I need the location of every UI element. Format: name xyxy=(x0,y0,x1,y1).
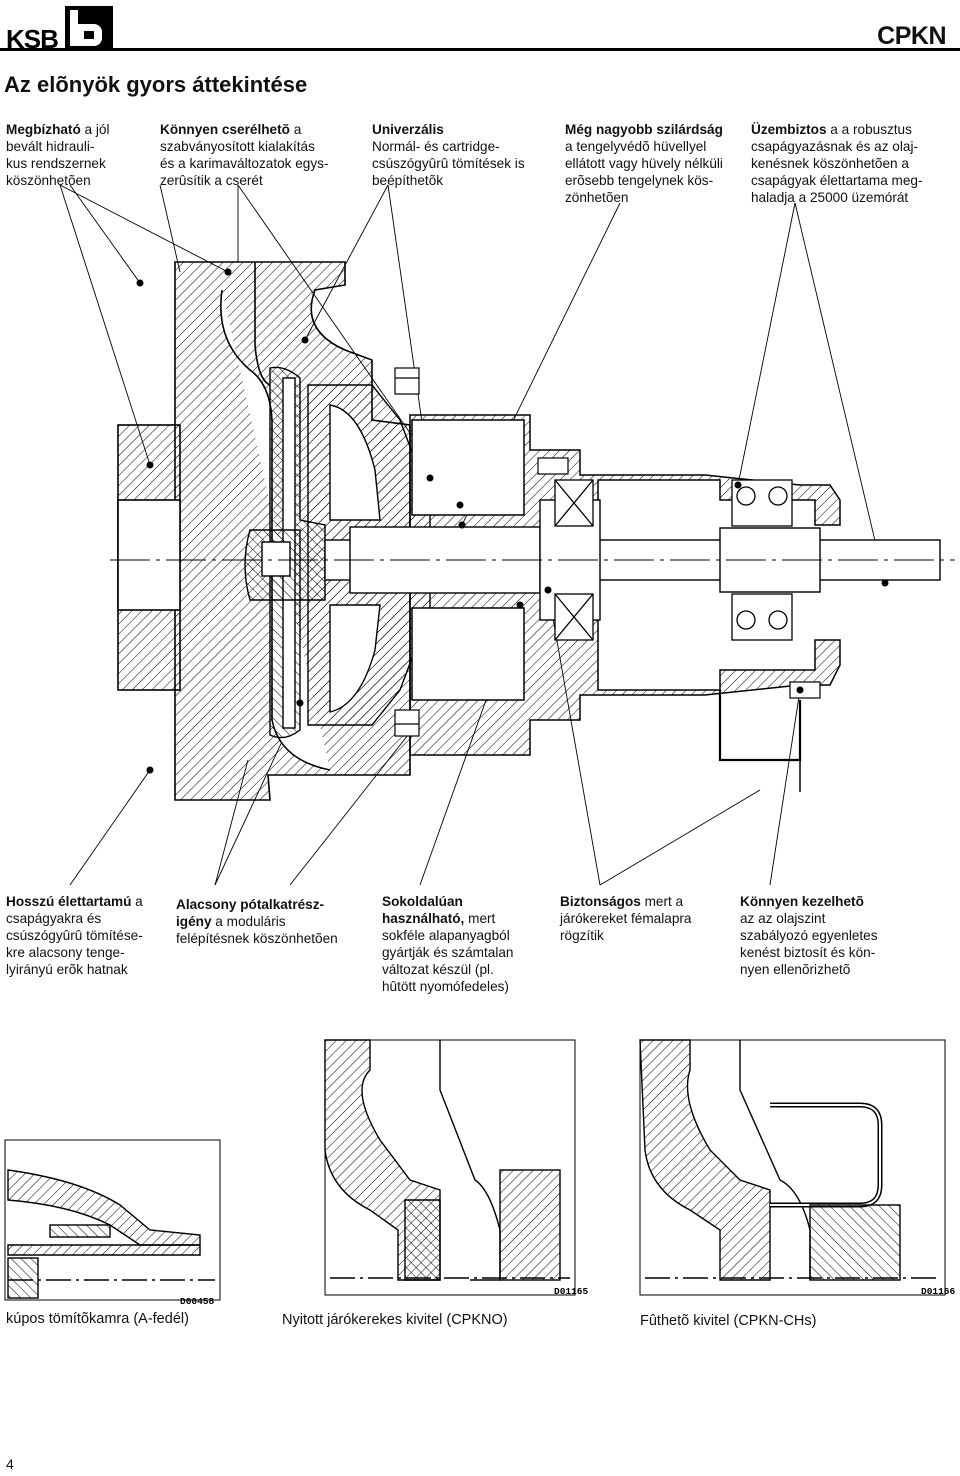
product-name: CPKN xyxy=(877,22,946,50)
note-safe: Biztonságos mert a járókereket fémalapra… xyxy=(560,894,692,943)
note-reliable: Megbízható a jól bevált hidrauli-kus ren… xyxy=(6,122,110,188)
note-versatile: Sokoldalúan használható, mert sokféle al… xyxy=(382,894,514,994)
note-replaceable: Könnyen cserélhetõ a szabványosított kia… xyxy=(160,122,329,188)
note-operational-safety: Üzembiztos a a robusztus csapágyazásnak … xyxy=(751,122,923,205)
caption-heated: Fûthetõ kivitel (CPKN-CHs) xyxy=(640,1313,817,1329)
pump-sectional-drawing xyxy=(59,184,955,886)
leader-dots xyxy=(136,268,889,774)
note-spare-parts: Alacsony pótalkatrész- igény a moduláris… xyxy=(176,897,338,946)
detail-code-d00458: D00458 xyxy=(180,1296,215,1307)
detail-drawings: D00458 D01165 D01166 xyxy=(4,1039,956,1307)
detail-heated xyxy=(639,1039,946,1296)
ksb-logo: KSB xyxy=(4,4,116,54)
page-title: Az elõnyök gyors áttekintése xyxy=(4,72,308,97)
detail-open-impeller xyxy=(324,1039,576,1296)
detail-code-d01166: D01166 xyxy=(921,1286,956,1297)
bearings xyxy=(554,479,793,641)
caption-seal-chamber: kúpos tömítõkamra (A-fedél) xyxy=(6,1311,189,1327)
detail-code-d01165: D01165 xyxy=(554,1286,589,1297)
note-universal: Univerzális Normál- és cartridge-csúszóg… xyxy=(372,122,525,188)
header-rule xyxy=(0,48,960,51)
note-strength: Még nagyobb szilárdság a tengelyvédõ hüv… xyxy=(565,122,723,205)
caption-open-impeller: Nyitott járókerekes kivitel (CPKNO) xyxy=(282,1312,508,1328)
detail-seal-chamber xyxy=(4,1139,221,1301)
impeller xyxy=(244,366,326,739)
page-number: 4 xyxy=(6,1456,14,1472)
bolts xyxy=(394,367,821,737)
